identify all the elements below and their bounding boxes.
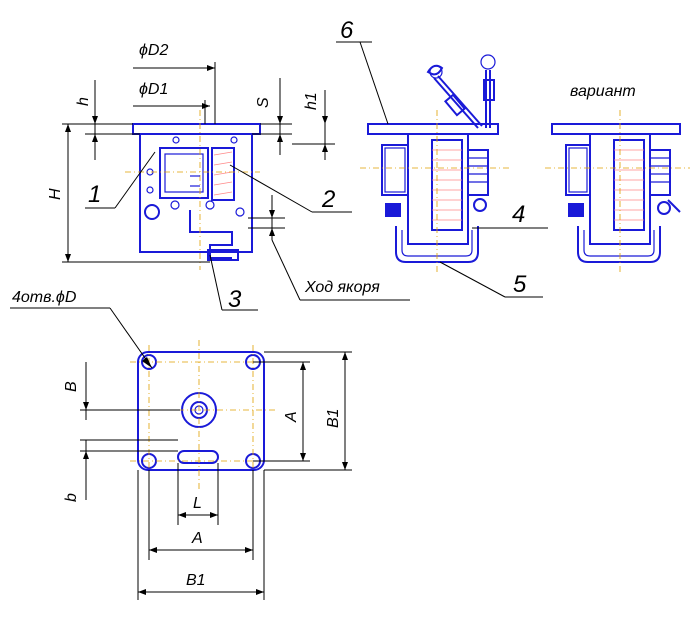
label-part-4: 4 bbox=[512, 201, 525, 228]
front-body bbox=[139, 133, 253, 253]
label-s: S bbox=[255, 97, 272, 108]
label-b: b bbox=[63, 493, 80, 502]
slot bbox=[177, 450, 219, 464]
front-armature bbox=[211, 147, 235, 201]
label-h1: h1 bbox=[303, 92, 320, 110]
label-part-5: 5 bbox=[513, 271, 527, 298]
label-B1-right: B1 bbox=[325, 408, 342, 428]
side-coil-left bbox=[381, 144, 409, 196]
label-B: B bbox=[63, 381, 80, 392]
label-H: H bbox=[47, 188, 64, 200]
front-coil bbox=[159, 147, 209, 199]
label-L: L bbox=[193, 495, 202, 512]
side-top-plate bbox=[367, 123, 499, 135]
label-holes: 4отв.ϕD bbox=[12, 289, 77, 306]
side-leaders bbox=[336, 41, 548, 298]
label-part-6: 6 bbox=[340, 17, 354, 44]
label-A-right: A bbox=[283, 411, 300, 423]
variant-top-plate bbox=[551, 123, 681, 135]
label-A-bottom: A bbox=[191, 530, 203, 547]
label-B1-bottom: B1 bbox=[186, 572, 206, 589]
label-phi-d1: ϕD1 bbox=[139, 81, 168, 98]
label-part-3: 3 bbox=[228, 286, 242, 313]
variant-view bbox=[545, 110, 690, 275]
label-armature-stroke: Ход якоря bbox=[304, 279, 380, 296]
label-h: h bbox=[75, 97, 92, 106]
front-screw bbox=[144, 204, 160, 220]
front-view bbox=[125, 110, 261, 270]
top-dimensions bbox=[10, 307, 352, 600]
label-phi-d2: ϕD2 bbox=[139, 42, 168, 59]
side-view bbox=[360, 54, 510, 275]
label-part-1: 1 bbox=[88, 181, 101, 208]
front-dimensions bbox=[62, 62, 410, 311]
top-view bbox=[126, 340, 276, 490]
label-variant: вариант bbox=[570, 83, 636, 100]
label-part-2: 2 bbox=[321, 186, 335, 213]
side-body bbox=[407, 133, 469, 245]
base-plate bbox=[137, 351, 265, 471]
front-top-plate bbox=[132, 123, 261, 135]
